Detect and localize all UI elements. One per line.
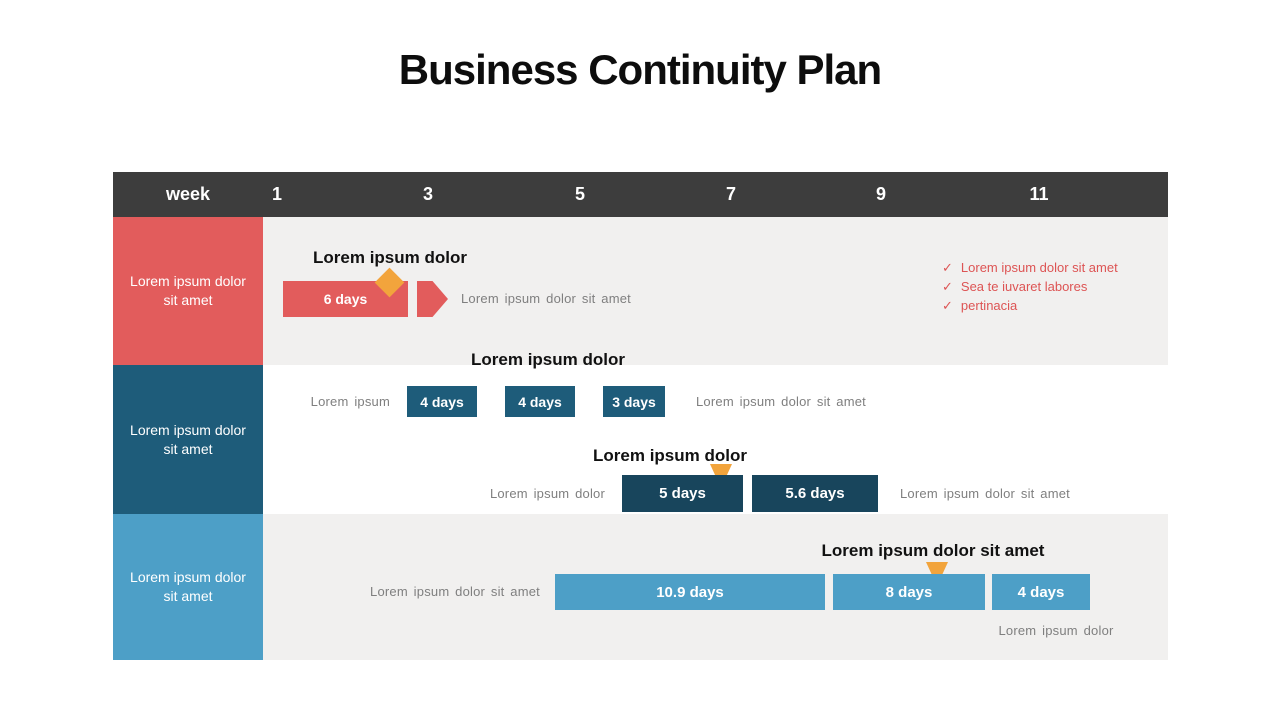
- checklist-item-label: Sea te iuvaret labores: [960, 279, 1088, 294]
- row3-label: Lorem ipsum dolor sit amet: [113, 514, 263, 660]
- week-tick-3: 3: [422, 184, 433, 204]
- row2-label: Lorem ipsum dolor sit amet: [113, 365, 263, 514]
- week-header-bar: week 1 3 5 7 9 11: [113, 172, 1168, 217]
- row1-label: Lorem ipsum dolor sit amet: [113, 217, 263, 365]
- row3-track-heading: Lorem ipsum dolor sit amet: [821, 541, 1045, 560]
- checklist-item: ✓ pertinacia: [942, 296, 1118, 315]
- week-tick-11: 11: [1029, 184, 1049, 204]
- row2-track1-heading: Lorem ipsum dolor: [471, 350, 625, 369]
- gantt-bar-4-days: 4 days: [505, 386, 575, 417]
- week-tick-5: 5: [574, 184, 585, 204]
- week-tick-1: 1: [271, 184, 282, 204]
- checklist-item-label: pertinacia: [960, 298, 1018, 313]
- row2-track2-heading: Lorem ipsum dolor: [593, 446, 747, 465]
- week-tick-9: 9: [875, 184, 886, 204]
- gantt-bar-4-days: 4 days: [992, 574, 1090, 610]
- row1-content-background: [263, 217, 1168, 365]
- gantt-bar-5-days: 5 days: [622, 475, 743, 512]
- row2-track1-right-note: Lorem ipsum dolor sit amet: [696, 394, 866, 409]
- check-icon: ✓: [942, 279, 953, 294]
- week-tick-7: 7: [725, 184, 736, 204]
- checklist-item-label: Lorem ipsum dolor sit amet: [960, 260, 1118, 275]
- checklist: ✓ Lorem ipsum dolor sit amet ✓ Sea te iuva…: [942, 258, 1118, 315]
- gantt-bar-4-days: 4 days: [407, 386, 477, 417]
- page-title: Business Continuity Plan: [398, 46, 882, 93]
- checklist-item: ✓ Lorem ipsum dolor sit amet: [942, 258, 1118, 277]
- week-axis-label: week: [165, 184, 211, 204]
- row2-track2-right-note: Lorem ipsum dolor sit amet: [900, 486, 1070, 501]
- check-icon: ✓: [942, 298, 953, 313]
- row2-track2-left-note: Lorem ipsum dolor: [489, 486, 605, 501]
- row2-track1-left-note: Lorem ipsum: [310, 394, 390, 409]
- row1-note: Lorem ipsum dolor sit amet: [461, 291, 631, 306]
- gantt-bar-3-days: 3 days: [603, 386, 665, 417]
- checklist-item: ✓ Sea te iuvaret labores: [942, 277, 1118, 296]
- gantt-timeline: week 1 3 5 7 9 11 Lorem ipsum dolor sit …: [113, 172, 1168, 660]
- check-icon: ✓: [942, 260, 953, 275]
- gantt-bar-8-days: 8 days: [833, 574, 985, 610]
- row3-bottom-note: Lorem ipsum dolor: [998, 623, 1114, 638]
- gantt-bar-10-9-days: 10.9 days: [555, 574, 825, 610]
- row3-left-note: Lorem ipsum dolor sit amet: [370, 584, 540, 599]
- gantt-bar-5-6-days: 5.6 days: [752, 475, 878, 512]
- row1-track-heading: Lorem ipsum dolor: [313, 248, 467, 267]
